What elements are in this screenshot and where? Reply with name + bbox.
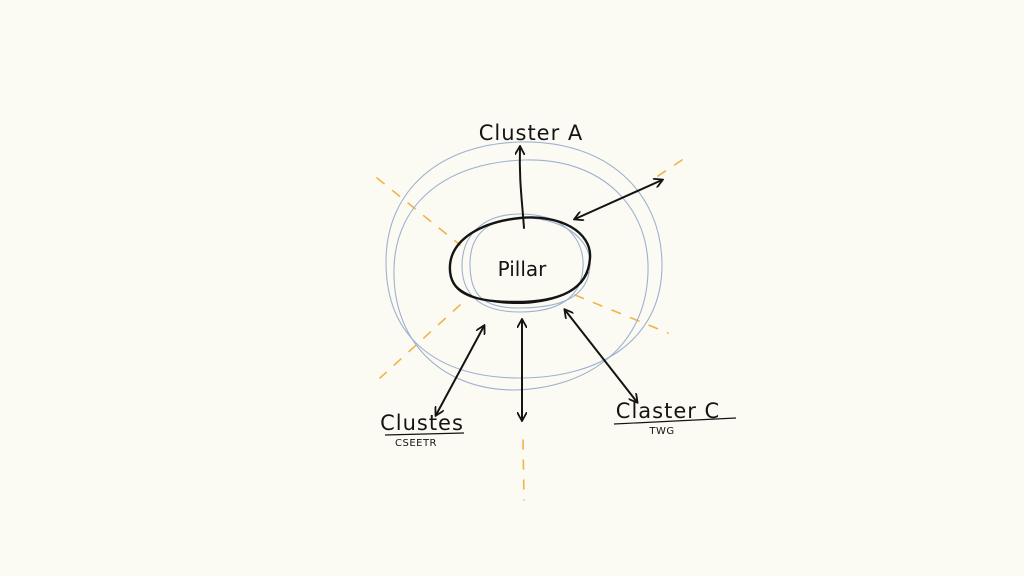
- ray-lower-left: [379, 304, 461, 379]
- cluster-c-underline: [613, 417, 737, 425]
- ray-bottom: [522, 439, 525, 501]
- pillar-outline-stroke2: [454, 271, 589, 304]
- ray-upper-left: [376, 177, 461, 246]
- inner-ring: [461, 213, 584, 313]
- arrow-cluster-b-to-pillar: [436, 326, 484, 415]
- cluster-b: Clustes CSEETR: [380, 411, 465, 449]
- cluster-b-sublabel: CSEETR: [395, 438, 437, 449]
- cluster-c-label: Claster C: [616, 399, 720, 423]
- ray-lower-right: [574, 294, 669, 334]
- cluster-a: Cluster A: [479, 121, 584, 145]
- pillar-label: Pillar: [498, 257, 548, 281]
- cluster-c: Claster C TWG: [613, 399, 737, 437]
- cluster-a-label: Cluster A: [479, 121, 584, 145]
- pillar-node: Pillar: [448, 216, 592, 304]
- cluster-b-label: Clustes: [380, 411, 464, 435]
- pillar-outline: [448, 216, 592, 304]
- arrow-to-cluster-a: [520, 147, 524, 229]
- inner-ring-2: [469, 217, 591, 309]
- arrow-bidirectional-right: [575, 180, 662, 219]
- connection-arrows: [436, 147, 662, 420]
- ray-upper-right: [654, 159, 683, 179]
- cluster-c-sublabel: TWG: [648, 426, 674, 437]
- dashed-rays: [376, 159, 683, 501]
- cluster-b-underline: [384, 432, 465, 436]
- arrow-cluster-c-to-pillar: [565, 310, 637, 402]
